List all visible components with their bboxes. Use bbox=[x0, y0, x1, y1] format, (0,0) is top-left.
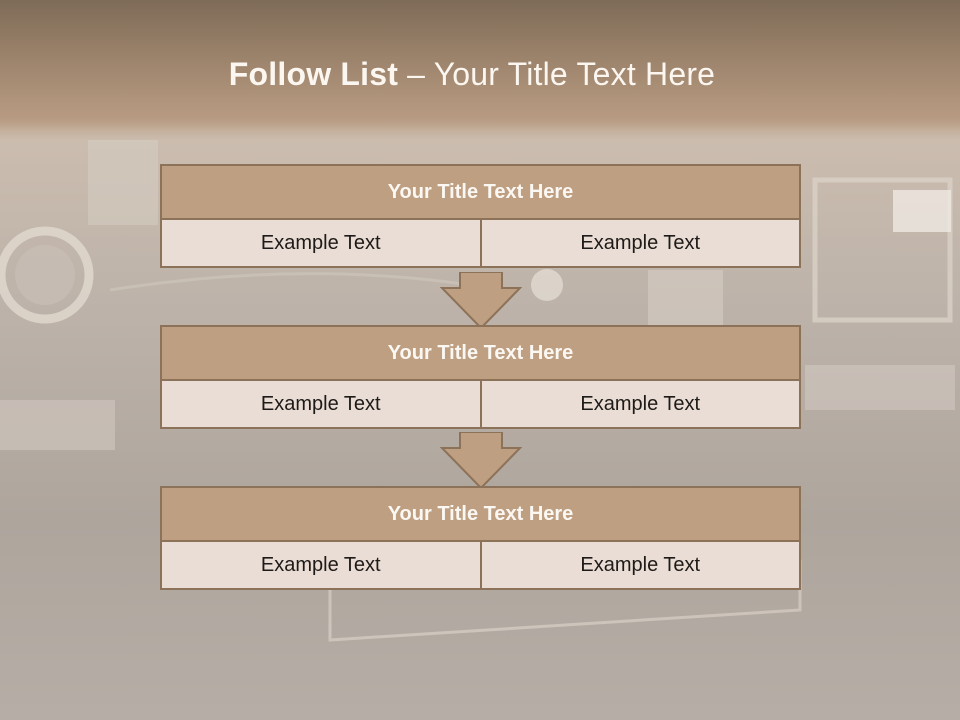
slide-title-bold: Follow List bbox=[228, 56, 399, 92]
block-3-row: Example Text Example Text bbox=[160, 540, 801, 590]
list-block-3[interactable]: Your Title Text Here Example Text Exampl… bbox=[160, 486, 801, 590]
block-2-row: Example Text Example Text bbox=[160, 379, 801, 429]
block-2-cell-left[interactable]: Example Text bbox=[160, 379, 482, 429]
block-3-cell-left[interactable]: Example Text bbox=[160, 540, 482, 590]
block-1-cell-left[interactable]: Example Text bbox=[160, 218, 482, 268]
block-2-cell-right[interactable]: Example Text bbox=[479, 379, 801, 429]
down-arrow-icon bbox=[440, 432, 522, 490]
block-1-row: Example Text Example Text bbox=[160, 218, 801, 268]
list-block-1[interactable]: Your Title Text Here Example Text Exampl… bbox=[160, 164, 801, 268]
slide-title[interactable]: Follow List – Your Title Text Here bbox=[0, 56, 944, 93]
list-block-2[interactable]: Your Title Text Here Example Text Exampl… bbox=[160, 325, 801, 429]
title-band bbox=[0, 0, 960, 130]
block-3-cell-right[interactable]: Example Text bbox=[479, 540, 801, 590]
block-1-title[interactable]: Your Title Text Here bbox=[160, 164, 801, 220]
down-arrow-icon bbox=[440, 272, 522, 330]
slide-title-rest: – Your Title Text Here bbox=[398, 56, 716, 92]
block-2-title[interactable]: Your Title Text Here bbox=[160, 325, 801, 381]
block-1-cell-right[interactable]: Example Text bbox=[479, 218, 801, 268]
block-3-title[interactable]: Your Title Text Here bbox=[160, 486, 801, 542]
